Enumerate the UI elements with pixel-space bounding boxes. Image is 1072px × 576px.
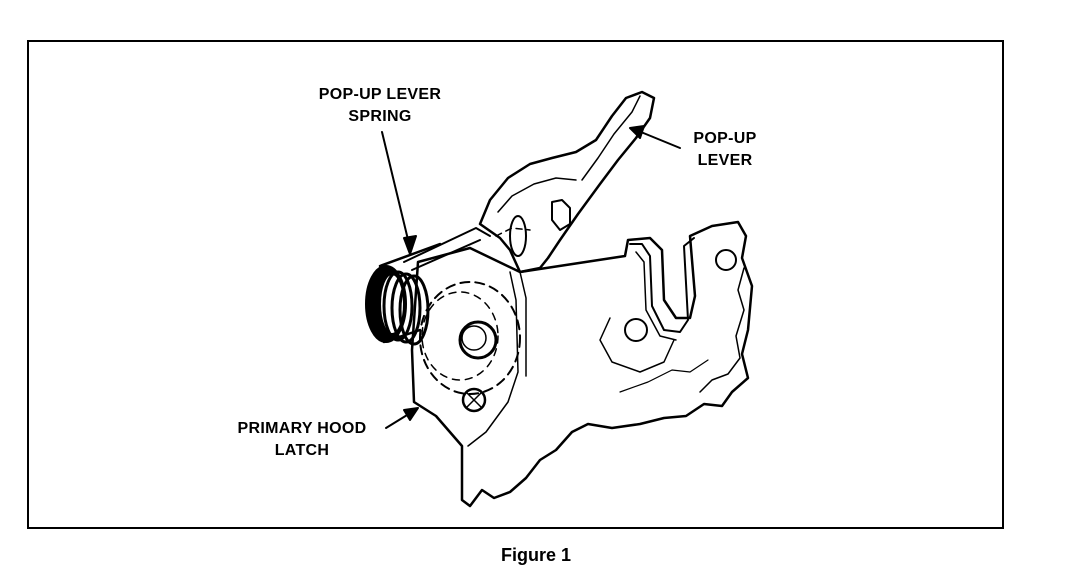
label-popup-lever-spring: POP-UP LEVER SPRING bbox=[300, 84, 460, 128]
label-popup-lever-spring-line2: SPRING bbox=[348, 108, 412, 125]
pivot-dash-ring bbox=[419, 281, 521, 395]
label-primary-hood-latch-line2: LATCH bbox=[274, 442, 330, 459]
rivet bbox=[461, 387, 487, 413]
plate-hole-upper bbox=[715, 249, 737, 271]
figure-caption: Figure 1 bbox=[500, 545, 571, 565]
pivot-hub bbox=[458, 320, 498, 360]
lever-tab bbox=[551, 199, 571, 231]
leader-arrows bbox=[381, 125, 681, 429]
label-primary-hood-latch-line1: PRIMARY HOOD bbox=[237, 420, 367, 437]
plate-hole-lower bbox=[624, 318, 648, 342]
label-popup-lever-spring-line1: POP-UP LEVER bbox=[318, 86, 442, 103]
hook-slot bbox=[629, 237, 695, 333]
torn-edge bbox=[699, 267, 745, 393]
label-primary-hood-latch: PRIMARY HOOD LATCH bbox=[212, 418, 392, 462]
label-popup-lever-line2: LEVER bbox=[697, 152, 753, 169]
popup-lever-shape bbox=[478, 90, 656, 274]
latch-plate bbox=[410, 220, 754, 508]
spring-arm bbox=[403, 227, 491, 271]
plate-bend bbox=[467, 271, 519, 447]
figure-frame bbox=[27, 40, 1004, 529]
label-popup-lever: POP-UP LEVER bbox=[680, 128, 770, 172]
label-popup-lever-line1: POP-UP bbox=[693, 130, 757, 147]
spring-coil bbox=[365, 242, 442, 346]
